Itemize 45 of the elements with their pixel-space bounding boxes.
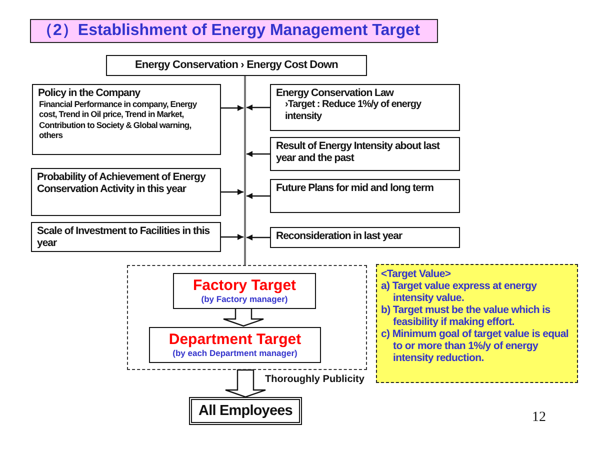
box-text: Probability of Achievement of Energy Conservation Activity in this year bbox=[37, 171, 207, 196]
text-box bbox=[270, 179, 460, 213]
box-heading: <Target Value> bbox=[381, 268, 452, 280]
text-box bbox=[31, 168, 221, 216]
title-banner: （2）Establishment of Energy Management Target bbox=[30, 19, 438, 43]
box-text: b) Target must be the value which is feasibility if making effort. bbox=[381, 304, 552, 328]
block-arrow bbox=[224, 369, 266, 398]
box-heading: Factory Target bbox=[192, 277, 296, 295]
arrow bbox=[221, 234, 244, 240]
box-text: Result of Energy Intensity about last year and the past bbox=[276, 140, 441, 164]
box-text: Scale of Investment to Facilities in this year bbox=[37, 225, 211, 250]
box-text: All Employees bbox=[198, 402, 292, 420]
text-box bbox=[270, 227, 460, 248]
arrow bbox=[221, 189, 244, 195]
box-text: Future Plans for mid and long term bbox=[276, 182, 434, 194]
box-heading: Department Target bbox=[168, 331, 302, 349]
arrow bbox=[221, 105, 244, 111]
box-text: ›Target : Reduce 1%/y of energy intensity bbox=[284, 99, 422, 122]
box-heading: Policy in the Company bbox=[38, 87, 142, 100]
arrow bbox=[246, 104, 270, 110]
box-heading: Energy Conservation Law bbox=[276, 87, 395, 100]
text-box bbox=[270, 84, 460, 131]
dashed-group-frame bbox=[127, 265, 367, 370]
arrow bbox=[246, 234, 270, 240]
box-text: (by Factory manager) bbox=[201, 294, 288, 304]
text-box bbox=[270, 137, 460, 171]
box-text: a) Target value express at energy intensity value. bbox=[381, 280, 538, 304]
box-text: Reconsideration in last year bbox=[276, 230, 404, 242]
arrow bbox=[246, 151, 270, 157]
box-text: (by each Department manager) bbox=[172, 348, 298, 358]
box-text: Energy Conservation › Energy Cost Down bbox=[134, 59, 338, 72]
double-border-box bbox=[189, 397, 302, 425]
note-box bbox=[376, 264, 578, 383]
arrow bbox=[246, 193, 270, 199]
connector-line bbox=[244, 76, 246, 265]
page-number: 12 bbox=[532, 410, 546, 426]
block-arrow bbox=[222, 307, 264, 327]
edge-label: Thoroughly Publicity bbox=[265, 374, 364, 385]
text-box bbox=[106, 55, 367, 76]
text-box bbox=[173, 273, 316, 309]
text-box bbox=[149, 327, 321, 363]
text-box bbox=[31, 222, 221, 252]
box-text: c) Minimum goal of target value is equal to or more than 1%/y of energy intensity reduction. bbox=[381, 328, 570, 364]
text-box bbox=[32, 84, 221, 155]
box-text: Financial Performance in company, Energy cost, Trend in Oil price, Trend in Market, Contribution to Society & Global warning, others bbox=[38, 99, 198, 140]
